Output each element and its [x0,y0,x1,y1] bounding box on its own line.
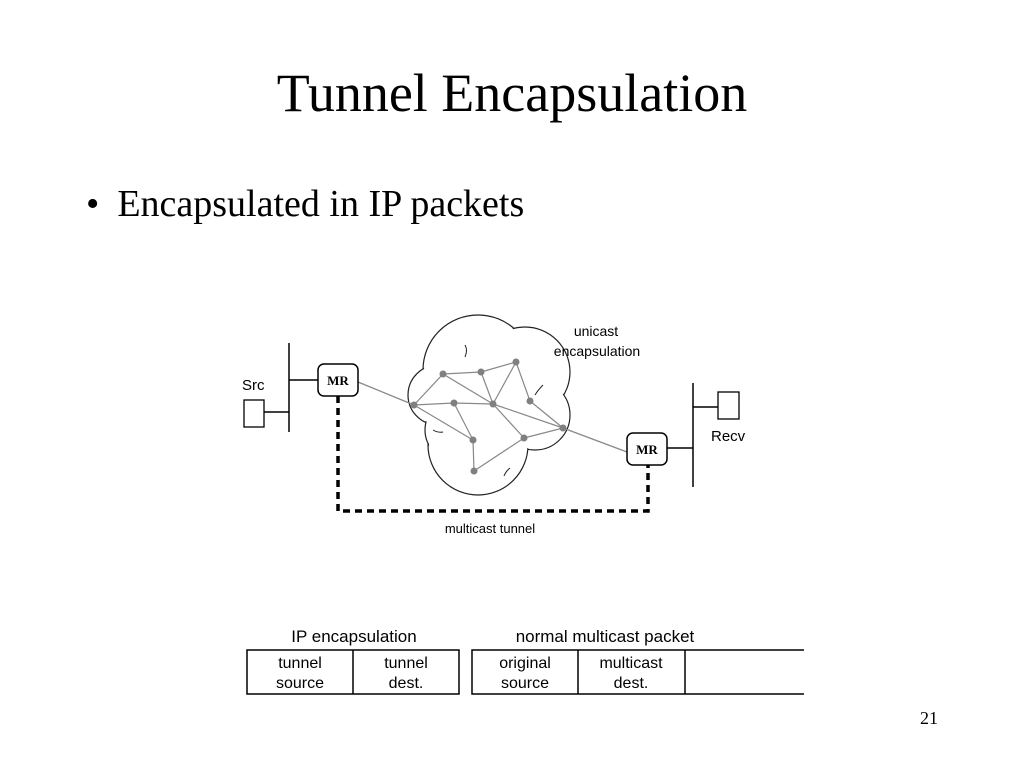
router-right: MR [626,432,668,466]
packet-field-tunnel-source: tunnel source [276,655,324,692]
svg-text:source: source [276,675,324,692]
src-label: Src [242,377,265,394]
router-left-label: MR [327,373,349,388]
bullet-item: • Encapsulated in IP packets [86,182,524,226]
router-left: MR [317,363,359,397]
page-number: 21 [920,708,938,728]
packet-header-left: IP encapsulation [291,627,416,646]
recv-lan [666,383,718,487]
slide-title: Tunnel Encapsulation [276,63,748,123]
svg-text:dest.: dest. [614,675,649,692]
router-right-label: MR [636,442,658,457]
multicast-tunnel-line [336,396,650,513]
recv-label: Recv [711,428,746,445]
svg-text:tunnel: tunnel [384,655,428,672]
svg-text:multicast: multicast [599,655,663,672]
recv-host [717,391,740,420]
tunnel-label: multicast tunnel [445,521,535,536]
svg-text:tunnel: tunnel [278,655,322,672]
packet-field-tunnel-dest: tunnel dest. [384,655,428,692]
bullet-text: Encapsulated in IP packets [117,183,525,225]
packet-format: IP encapsulation normal multicast packet… [246,627,804,695]
src-host [243,399,265,428]
cloud-label-line2: encapsulation [554,343,640,359]
svg-text:original: original [499,655,551,672]
src-lan [264,343,320,432]
packet-field-multicast-dest: multicast dest. [599,655,663,692]
mesh-nodes [410,358,567,475]
bullet-marker: • [86,183,100,225]
mesh-links [413,361,564,472]
cloud-label-line1: unicast [574,323,618,339]
svg-text:source: source [501,675,549,692]
svg-text:dest.: dest. [389,675,424,692]
packet-header-right: normal multicast packet [516,627,695,646]
packet-field-original-source: original source [499,655,551,692]
